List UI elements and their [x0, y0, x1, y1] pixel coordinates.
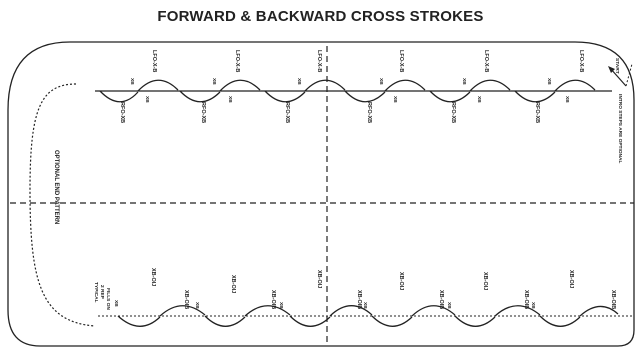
end-note-rep: 2 REP: [99, 285, 105, 300]
bottom-xb-mark: XB: [530, 302, 536, 309]
top-lower-arc: [344, 90, 386, 103]
rink-outline: [7, 41, 635, 347]
top-lower-arc: [264, 90, 306, 103]
bottom-upper-labels: XB-OIJ XB-OIJ XB-OIJ XB-OIJ XB-OIJ XB-OI…: [150, 268, 574, 293]
end-note-typical: TYPICAL: [93, 282, 99, 303]
top-upper-label: LFO-X-B: [234, 50, 240, 72]
top-upper-arc: [304, 79, 346, 92]
top-xb-mark: XB: [227, 96, 233, 103]
top-xb-mark: XB: [296, 78, 302, 85]
top-lower-arc: [429, 90, 471, 103]
bottom-xb-mark: XB: [113, 300, 119, 307]
bottom-lower-label: XB-OIB: [438, 290, 444, 309]
bottom-upper-label: XB-OIJ: [150, 268, 156, 286]
top-upper-label: LFO-X-B: [316, 50, 322, 72]
bottom-upper-arc: [494, 305, 541, 317]
diagram-title: FORWARD & BACKWARD CROSS STROKES: [157, 8, 484, 25]
top-upper-labels: LFO-X-B LFO-X-B LFO-X-B LFO-X-B LFO-X-B …: [151, 50, 584, 72]
top-upper-arc: [137, 79, 179, 92]
bottom-lower-label: XB-OIB: [356, 290, 362, 309]
bottom-upper-arc: [329, 305, 373, 317]
bottom-upper-label: XB-OIJ: [568, 270, 574, 288]
bottom-lower-label: XB-OIB: [523, 290, 529, 309]
top-lower-label: RFO-XB: [200, 102, 206, 123]
end-note-fills: FILLS ON: [105, 288, 111, 310]
bottom-small-marks: XB XB XB XB XB XB: [113, 300, 536, 309]
bottom-upper-label: XB-OIJ: [482, 272, 488, 290]
top-lower-label: RFO-XB: [284, 102, 290, 123]
top-upper-arc: [219, 79, 261, 92]
bottom-upper-arc: [579, 305, 619, 317]
bottom-xb-mark: XB: [446, 302, 452, 309]
bottom-lower-arc: [289, 315, 331, 327]
top-xb-mark: XB: [392, 96, 398, 103]
top-row-strokes: [99, 79, 596, 103]
end-pattern-label: OPTIONAL END PATTERN: [53, 150, 59, 224]
start-arrow-head: [608, 66, 615, 73]
top-upper-label: LFO-X-B: [578, 50, 584, 72]
bottom-upper-label: XB-OIJ: [398, 272, 404, 290]
intro-steps-note: INTRO STEPS ARE OPTIONAL: [617, 94, 623, 163]
top-xb-mark: XB: [476, 96, 482, 103]
bottom-lower-arc: [454, 315, 496, 327]
end-pattern-curve: [29, 83, 96, 327]
bottom-xb-mark: XB: [194, 302, 200, 309]
bottom-row-strokes: [117, 305, 619, 327]
top-xb-mark: XB: [546, 78, 552, 85]
top-xb-mark: XB: [564, 96, 570, 103]
top-upper-arc: [554, 79, 596, 92]
top-xb-mark: XB: [144, 96, 150, 103]
bottom-lower-arc: [204, 315, 246, 327]
top-xb-mark: XB: [378, 78, 384, 85]
top-small-marks: XB XB XB XB XB XB XB XB XB XB XB: [129, 78, 570, 103]
top-xb-mark: XB: [211, 78, 217, 85]
top-lower-labels: RFO-XB RFO-XB RFO-XB RFO-XB RFO-XB RFO-X…: [119, 102, 540, 123]
bottom-lower-arc: [539, 315, 581, 327]
bottom-upper-label: XB-OIJ: [230, 275, 236, 293]
top-lower-label: RFO-XB: [366, 102, 372, 123]
bottom-lower-label: XB-OIB: [270, 290, 276, 309]
top-upper-arc: [469, 79, 511, 92]
bottom-upper-label: XB-OIJ: [316, 270, 322, 288]
top-xb-mark: XB: [129, 78, 135, 85]
bottom-upper-arc: [244, 305, 291, 317]
top-xb-mark: XB: [461, 78, 467, 85]
bottom-upper-arc: [411, 305, 456, 317]
top-upper-label: LFO-X-B: [398, 50, 404, 72]
bottom-xb-mark: XB: [278, 302, 284, 309]
top-lower-arc: [99, 90, 139, 103]
top-upper-arc: [384, 79, 426, 92]
bottom-lower-arc: [117, 315, 161, 327]
bottom-lower-label: XB-OIB: [183, 290, 189, 309]
top-upper-label: LFO-X-B: [151, 50, 157, 72]
bottom-xb-mark: XB: [362, 302, 368, 309]
bottom-upper-arc: [159, 305, 206, 317]
top-lower-arc: [514, 90, 556, 103]
bottom-lower-arc: [371, 315, 413, 327]
top-upper-label: LFO-X-B: [483, 50, 489, 72]
top-lower-label: RFO-XB: [119, 102, 125, 123]
bottom-lower-label: XB-OIB: [610, 290, 616, 309]
top-lower-arc: [179, 90, 221, 103]
top-lower-label: RFO-XB: [450, 102, 456, 123]
bottom-lower-labels: XB-OIB XB-OIB XB-OIB XB-OIB XB-OIB XB-OI…: [183, 290, 616, 309]
start-label: START: [614, 58, 620, 74]
top-lower-label: RFO-XB: [534, 102, 540, 123]
